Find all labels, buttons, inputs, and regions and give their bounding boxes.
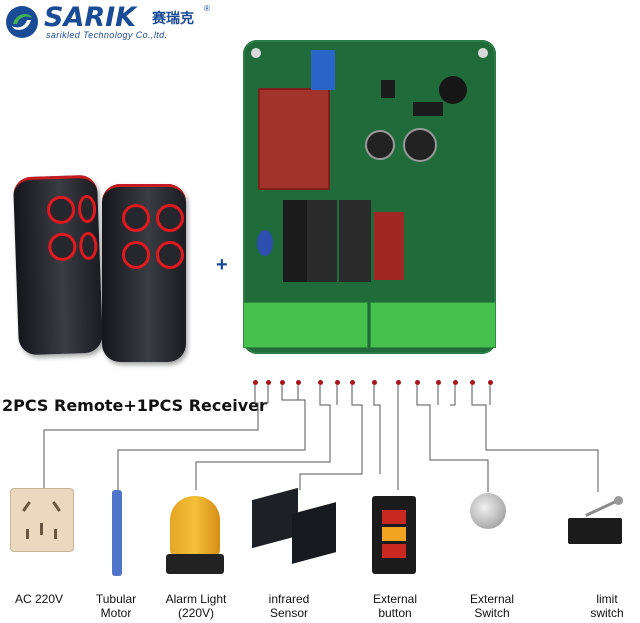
transformer — [258, 88, 330, 190]
relay — [374, 212, 404, 280]
terminal-block — [243, 302, 368, 348]
plus-sign: + — [216, 254, 228, 276]
pin — [396, 380, 401, 385]
device-label-sensor: infrared Sensor — [268, 592, 310, 620]
limit-switch-icon — [568, 496, 624, 546]
pin — [335, 380, 340, 385]
blue-capacitor — [257, 230, 273, 256]
mount-hole — [478, 48, 488, 58]
pin — [453, 380, 458, 385]
remote-button — [156, 241, 184, 269]
capacitor — [365, 130, 395, 160]
device-label-motor: Tubular Motor — [95, 592, 137, 620]
pin — [350, 380, 355, 385]
brand-logo: SARIK 赛瑞克 ® sarikled Technology Co.,ltd. — [2, 2, 222, 42]
alarm-light-icon — [166, 496, 224, 576]
brand-name-cn: 赛瑞克 — [152, 11, 194, 27]
device-label-ext-button: External button — [372, 592, 418, 620]
pin — [488, 380, 493, 385]
product-caption: 2PCS Remote+1PCS Receiver — [2, 396, 267, 415]
brand-subtitle: sarikled Technology Co.,ltd. — [46, 30, 168, 40]
relay — [339, 200, 371, 282]
remote-button — [122, 241, 150, 269]
pin — [415, 380, 420, 385]
device-label-ac: AC 220V — [14, 592, 64, 606]
remote-button — [122, 204, 150, 232]
mount-hole — [251, 48, 261, 58]
pin — [372, 380, 377, 385]
pin — [266, 380, 271, 385]
ic-chip — [381, 80, 395, 98]
pin — [253, 380, 258, 385]
pcb-receiver-icon — [243, 40, 496, 354]
relay — [283, 200, 309, 282]
pin — [318, 380, 323, 385]
sarik-logo-icon — [6, 6, 38, 38]
brand-name: SARIK — [44, 2, 137, 33]
pin — [470, 380, 475, 385]
dip-switch — [311, 50, 335, 90]
device-label-ext-switch: External Switch — [469, 592, 515, 620]
buzzer — [439, 76, 467, 104]
power-socket-icon — [10, 488, 74, 552]
device-label-limit-switch: limit switch — [590, 592, 624, 620]
pin — [436, 380, 441, 385]
remote-control-icon — [102, 184, 186, 362]
capacitor — [403, 128, 437, 162]
terminal-block — [370, 302, 496, 348]
registered-mark: ® — [204, 4, 210, 13]
pin — [280, 380, 285, 385]
tubular-motor-icon — [112, 490, 122, 576]
external-switch-icon — [470, 493, 506, 529]
pin — [296, 380, 301, 385]
device-label-alarm: Alarm Light (220V) — [165, 592, 227, 620]
remote-button — [156, 204, 184, 232]
relay — [307, 200, 337, 282]
external-button-icon — [372, 496, 416, 574]
ic-chip — [413, 102, 443, 116]
